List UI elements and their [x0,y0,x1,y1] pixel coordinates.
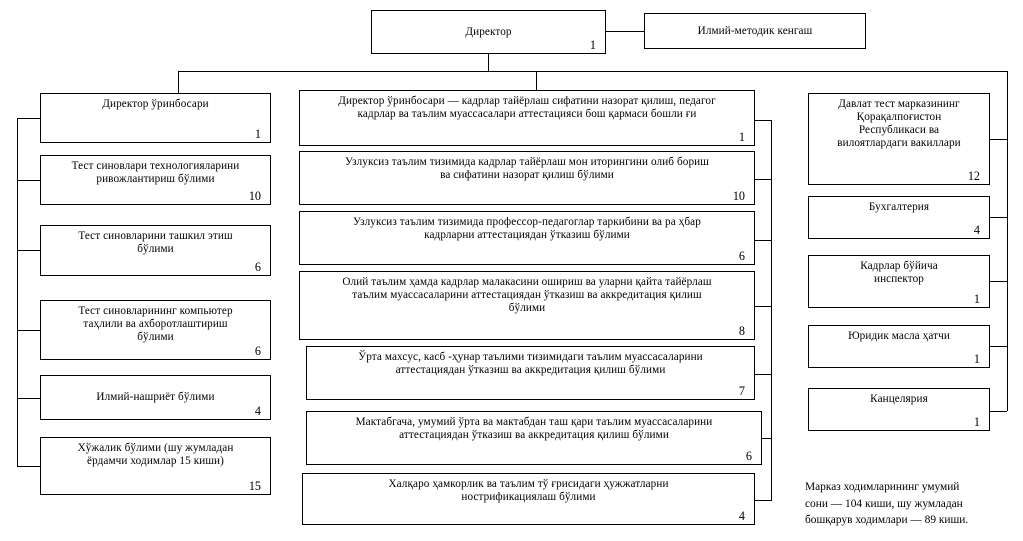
box-professor-attestation-count: 6 [738,248,745,263]
center-link-1 [755,179,772,180]
link-director-council [606,31,644,32]
box-deputy-director-quality-control-count: 1 [738,129,745,144]
box-regional-representatives-label: Давлат тест марказининг Қорақалпоғистон … [837,98,961,149]
box-secondary-vocational-accreditation-count: 7 [738,383,745,398]
box-hr-inspector: Кадрлар бўйича инспектор 1 [808,255,990,308]
box-secondary-vocational-accreditation: Ўрта махсус, касб -ҳунар таълими тизимид… [306,346,755,400]
left-link-2 [17,250,40,251]
box-hr-inspector-count: 1 [973,291,980,306]
box-deputy-director: Директор ўринбосари 1 [40,93,271,143]
bus-drop-center [536,71,537,90]
box-regional-representatives: Давлат тест марказининг Қорақалпоғистон … [808,93,990,185]
box-scientific-methodical-council-label: Илмий-методик кенгаш [697,24,813,37]
left-link-0 [17,118,40,119]
box-continuous-education-monitoring-label: Узлуксиз таълим тизимида кадрлар тайёрла… [345,156,709,181]
box-preschool-general-accreditation-label: Мактабгача, умумий ўрта ва мактабдан таш… [355,416,713,441]
box-preschool-general-accreditation: Мактабгача, умумий ўрта ва мактабдан таш… [306,411,762,465]
right-link-3 [990,346,1007,347]
bus-drop-right [1007,71,1008,411]
box-economic-department: Хўжалик бўлими (шу жумладан ёрдамчи ходи… [40,437,271,495]
box-chancellery: Канцелярия 1 [808,388,990,431]
left-link-3 [17,330,40,331]
box-computer-analysis-informatization: Тест синовларининг компьютер таҳлили ва … [40,300,271,360]
box-international-cooperation-nostrification-count: 4 [738,508,745,523]
right-link-1 [990,217,1007,218]
box-hr-inspector-label: Кадрлар бўйича инспектор [860,260,938,285]
right-link-4 [990,411,1007,412]
box-director-count: 1 [589,37,596,52]
box-legal-advisor: Юридик масла ҳатчи 1 [808,325,990,368]
main-bus [178,71,1007,72]
box-higher-education-accreditation-label: Олий таълим ҳамда кадрлар малакасини оши… [342,276,712,314]
box-professor-attestation-label: Узлуксиз таълим тизимида профессор-педаг… [353,216,701,241]
box-economic-department-label: Хўжалик бўлими (шу жумладан ёрдамчи ходи… [77,442,234,467]
box-director: Директор 1 [371,10,606,54]
box-continuous-education-monitoring-count: 10 [732,188,745,203]
box-director-label: Директор [465,25,512,38]
box-chancellery-label: Канцелярия [870,393,928,405]
center-link-3 [755,306,772,307]
box-deputy-director-label: Директор ўринбосари [102,98,209,110]
box-chancellery-count: 1 [973,414,980,429]
box-test-organization-count: 6 [254,259,261,274]
left-link-1 [17,180,40,181]
box-scientific-methodical-council: Илмий-методик кенгаш [644,13,866,49]
box-deputy-director-quality-control: Директор ўринбосари — кадрлар тайёрлаш с… [299,90,755,146]
box-computer-analysis-informatization-label: Тест синовларининг компьютер таҳлили ва … [78,305,233,343]
right-link-0 [990,139,1007,140]
box-accounting-label: Бухгалтерия [868,201,930,213]
box-legal-advisor-label: Юридик масла ҳатчи [848,330,950,342]
center-link-4 [755,374,772,375]
center-link-6 [755,500,772,501]
box-continuous-education-monitoring: Узлуксиз таълим тизимида кадрлар тайёрла… [299,151,755,205]
staff-total-note: Марказ ходимларининг умумий сони — 104 к… [805,481,969,527]
center-link-5 [762,438,772,439]
box-regional-representatives-count: 12 [967,168,980,183]
box-legal-advisor-count: 1 [973,351,980,366]
box-test-technology-development: Тест синовлари технологияларини ривожлан… [40,155,271,205]
box-scientific-publishing: Илмий-нашриёт бўлими 4 [40,375,271,420]
box-scientific-publishing-label: Илмий-нашриёт бўлими [96,391,215,403]
box-test-organization-label: Тест синовларини ташкил этиш бўлими [78,230,233,255]
link-director-stem [488,54,489,71]
box-international-cooperation-nostrification: Халқаро ҳамкорлик ва таълим тў ғрисидаги… [302,473,755,525]
box-accounting: Бухгалтерия 4 [808,196,990,239]
box-test-technology-development-count: 10 [248,188,261,203]
box-scientific-publishing-count: 4 [254,403,261,418]
box-economic-department-count: 15 [248,478,261,493]
center-link-2 [755,240,772,241]
box-higher-education-accreditation: Олий таълим ҳамда кадрлар малакасини оши… [299,271,755,340]
box-accounting-count: 4 [973,222,980,237]
box-computer-analysis-informatization-count: 6 [254,343,261,358]
center-link-0 [755,120,772,121]
left-column-spine [17,118,18,467]
left-link-4 [17,398,40,399]
box-preschool-general-accreditation-count: 6 [745,448,752,463]
center-column-spine [771,120,772,500]
box-secondary-vocational-accreditation-label: Ўрта махсус, касб -ҳунар таълими тизимид… [358,351,703,376]
box-deputy-director-count: 1 [254,126,261,141]
right-link-2 [990,281,1007,282]
box-professor-attestation: Узлуксиз таълим тизимида профессор-педаг… [299,211,755,265]
box-international-cooperation-nostrification-label: Халқаро ҳамкорлик ва таълим тў ғрисидаги… [388,478,669,503]
left-link-5 [17,466,40,467]
box-higher-education-accreditation-count: 8 [738,323,745,338]
box-deputy-director-quality-control-label: Директор ўринбосари — кадрлар тайёрлаш с… [338,95,716,120]
box-test-technology-development-label: Тест синовлари технологияларини ривожлан… [71,160,240,185]
box-test-organization: Тест синовларини ташкил этиш бўлими 6 [40,225,271,276]
